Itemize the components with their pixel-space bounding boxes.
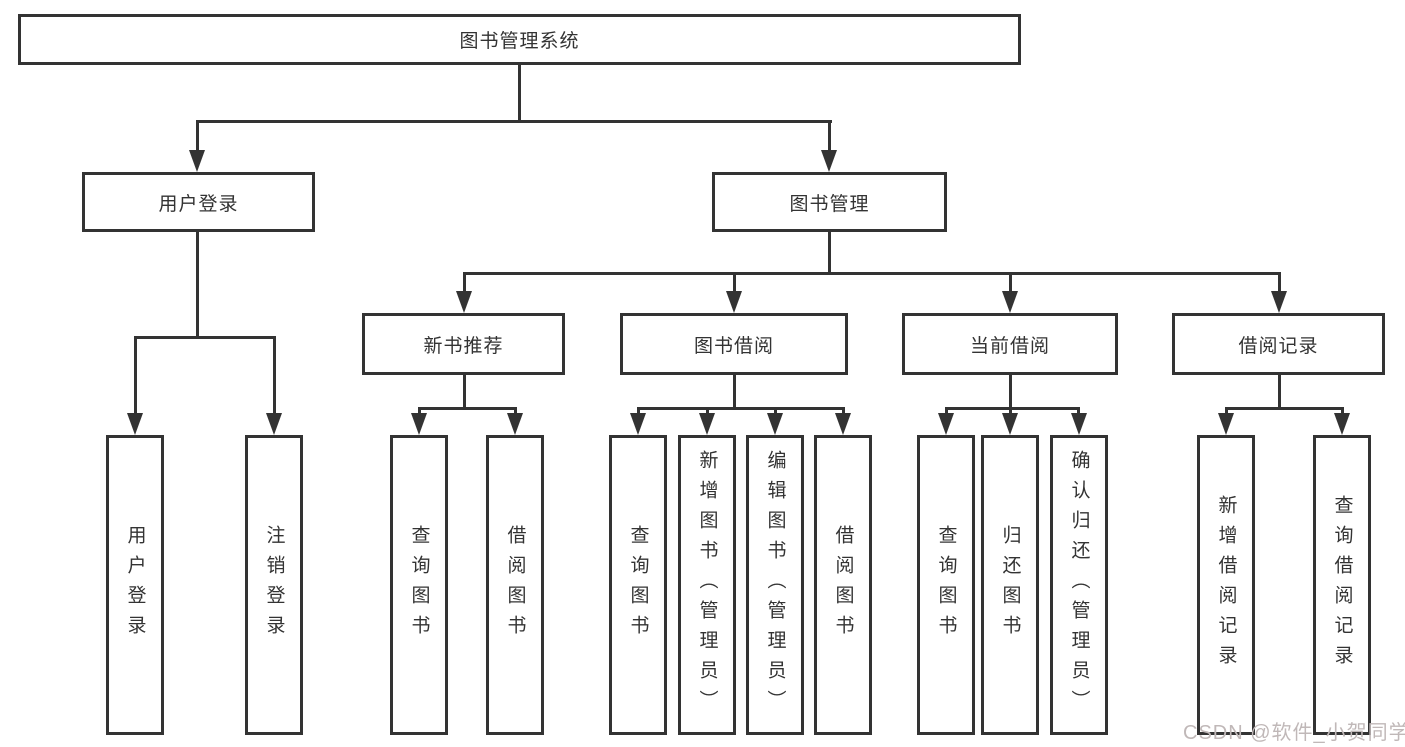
leaf-label: 查询图书	[935, 525, 957, 645]
arrowhead-recommend-leaf1	[411, 413, 427, 435]
leaf-label: 确认归还（管理员）	[1068, 450, 1090, 720]
node-current-borrow: 当前借阅	[902, 313, 1118, 375]
connector-drop-borrow-leaf1	[637, 407, 640, 416]
arrowhead-borrow-leaf2	[699, 413, 715, 435]
node-current-borrow-label: 当前借阅	[969, 335, 1050, 357]
leaf-label: 归还图书	[999, 525, 1021, 645]
leaf-label: 借阅图书	[832, 525, 854, 645]
leaf-borrow-add-books-admin: 新增图书（管理员）	[678, 435, 736, 735]
arrowhead-borrow-leaf4	[835, 413, 851, 435]
connector-drop-login-leaf2	[273, 336, 276, 415]
connector-records-hline	[1225, 407, 1343, 410]
connector-drop-borrow-leaf3	[774, 407, 777, 416]
connector-drop-login-leaf1	[134, 336, 137, 415]
node-borrow-records: 借阅记录	[1172, 313, 1385, 375]
connector-drop-records-leaf2	[1341, 407, 1344, 416]
arrowhead-borrow-records	[1271, 291, 1287, 313]
node-book-borrow: 图书借阅	[620, 313, 848, 375]
connector-drop-recommend-leaf2	[514, 407, 517, 416]
node-root: 图书管理系统	[18, 14, 1021, 65]
connector-user-login-hline	[134, 336, 276, 339]
arrowhead-book-borrow	[726, 291, 742, 313]
connector-current-hline	[945, 407, 1080, 410]
leaf-borrow-query-books: 查询图书	[609, 435, 667, 735]
leaf-recommend-borrow-books: 借阅图书	[486, 435, 544, 735]
connector-drop-borrow-records	[1278, 272, 1281, 293]
node-book-management-label: 图书管理	[789, 193, 870, 215]
arrowhead-current-borrow	[1002, 291, 1018, 313]
arrowhead-borrow-leaf3	[767, 413, 783, 435]
connector-borrow-hline	[637, 407, 844, 410]
leaf-current-query-books: 查询图书	[917, 435, 975, 735]
leaf-borrow-borrow-books: 借阅图书	[814, 435, 872, 735]
connector-drop-book-management	[828, 120, 831, 152]
leaf-label: 编辑图书（管理员）	[764, 450, 786, 720]
connector-level2-hline	[196, 120, 832, 123]
leaf-label: 借阅图书	[504, 525, 526, 645]
arrowhead-current-leaf3	[1071, 413, 1087, 435]
leaf-logout: 注销登录	[245, 435, 303, 735]
arrowhead-current-leaf1	[938, 413, 954, 435]
leaf-user-login: 用户登录	[106, 435, 164, 735]
node-book-management: 图书管理	[712, 172, 947, 232]
leaf-current-return-books: 归还图书	[981, 435, 1039, 735]
arrowhead-records-leaf1	[1218, 413, 1234, 435]
leaf-records-query-record: 查询借阅记录	[1313, 435, 1371, 735]
node-book-borrow-label: 图书借阅	[693, 335, 774, 357]
arrowhead-new-book-recommend	[456, 291, 472, 313]
node-borrow-records-label: 借阅记录	[1238, 335, 1319, 357]
arrowhead-records-leaf2	[1334, 413, 1350, 435]
leaf-label: 查询图书	[627, 525, 649, 645]
arrowhead-borrow-leaf1	[630, 413, 646, 435]
connector-drop-new-book-recommend	[463, 272, 466, 293]
connector-drop-book-borrow	[733, 272, 736, 293]
arrowhead-user-login	[189, 150, 205, 172]
node-user-login: 用户登录	[82, 172, 315, 232]
leaf-label: 查询图书	[408, 525, 430, 645]
connector-borrow-stem	[733, 375, 736, 408]
connector-drop-records-leaf1	[1225, 407, 1228, 416]
connector-book-management-stem	[828, 232, 831, 272]
leaf-borrow-edit-books-admin: 编辑图书（管理员）	[746, 435, 804, 735]
leaf-records-add-record: 新增借阅记录	[1197, 435, 1255, 735]
arrowhead-recommend-leaf2	[507, 413, 523, 435]
node-root-label: 图书管理系统	[459, 31, 580, 52]
connector-drop-user-login	[196, 120, 199, 152]
connector-recommend-stem	[463, 375, 466, 408]
leaf-recommend-query-books: 查询图书	[390, 435, 448, 735]
leaf-label: 用户登录	[124, 525, 146, 645]
leaf-current-confirm-return-admin: 确认归还（管理员）	[1050, 435, 1108, 735]
connector-drop-recommend-leaf1	[418, 407, 421, 416]
connector-drop-current-leaf1	[945, 407, 948, 416]
connector-drop-current-borrow	[1009, 272, 1012, 293]
connector-drop-current-leaf3	[1077, 407, 1080, 416]
leaf-label: 新增借阅记录	[1215, 495, 1237, 675]
connector-drop-current-leaf2	[1009, 407, 1012, 416]
connector-drop-borrow-leaf2	[706, 407, 709, 416]
connector-current-stem	[1009, 375, 1012, 408]
connector-recommend-hline	[418, 407, 517, 410]
leaf-label: 查询借阅记录	[1331, 495, 1353, 675]
connector-records-stem	[1278, 375, 1281, 408]
node-new-book-recommend-label: 新书推荐	[423, 335, 504, 357]
connector-root-stem	[518, 65, 521, 120]
arrowhead-login-leaf1	[127, 413, 143, 435]
node-new-book-recommend: 新书推荐	[362, 313, 565, 375]
csdn-watermark: CSDN @软件_小贺同学	[1183, 722, 1405, 744]
arrowhead-login-leaf2	[266, 413, 282, 435]
leaf-label: 注销登录	[263, 525, 285, 645]
arrowhead-book-management	[821, 150, 837, 172]
node-user-login-label: 用户登录	[158, 193, 239, 215]
connector-drop-borrow-leaf4	[842, 407, 845, 416]
arrowhead-current-leaf2	[1002, 413, 1018, 435]
connector-level3-hline	[463, 272, 1280, 275]
connector-user-login-stem	[196, 232, 199, 336]
leaf-label: 新增图书（管理员）	[696, 450, 718, 720]
